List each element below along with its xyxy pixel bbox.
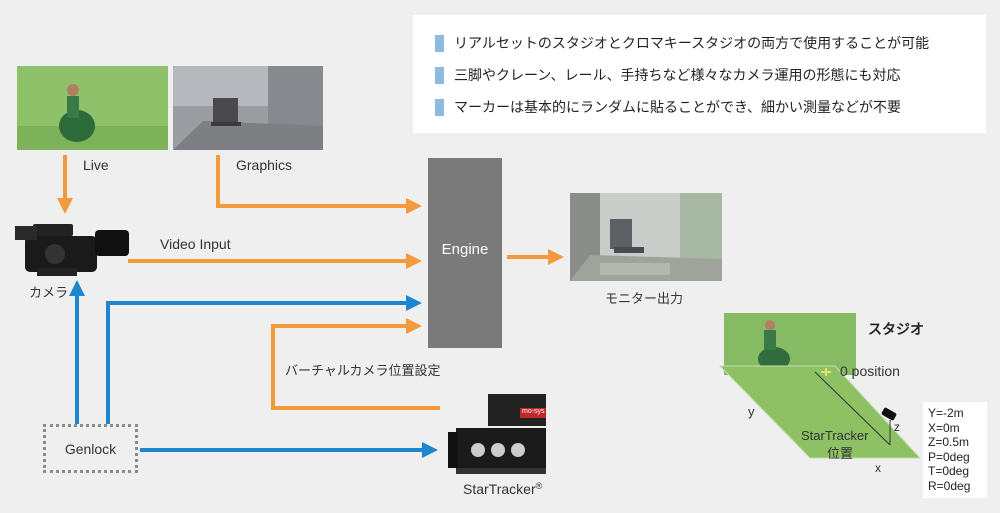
monitor-output-label: モニター出力 [605,291,684,306]
device-brand-text: mo-sys [522,408,545,415]
readout-z: Z=0.5m [928,435,970,449]
axis-y-label: y [748,404,755,419]
bullet-marker [435,98,444,116]
position-readout: Y=-2m X=0m Z=0.5m P=0deg T=0deg R=0deg [923,402,987,498]
startracker-name: StarTracker [463,481,536,497]
genlock-label: Genlock [64,440,117,457]
registered-mark: ® [535,481,543,491]
arrow-virtual-camera-setting [271,318,440,410]
feature-item: リアルセットのスタジオとクロマキースタジオの両方で使用することが可能 [435,33,929,55]
zero-position-label: 0 position [840,363,900,379]
readout-y: Y=-2m [928,406,964,420]
startracker-device-icon: mo-sys [448,388,560,476]
live-feed-image [17,66,168,150]
feature-item: 三脚やクレーン、レール、手持ちなど様々なカメラ運用の形態にも対応 [435,65,900,87]
studio-floor-diagram [718,365,922,459]
readout-roll: R=0deg [928,478,971,493]
readout-pan: P=0deg [928,449,970,464]
bullet-marker [435,34,444,52]
monitor-output-image [570,193,722,281]
readout-x: X=0m [928,420,960,435]
studio-green-screen-image [724,313,856,375]
graphics-feed-image [173,66,323,150]
genlock-box: Genlock [43,424,138,473]
graphics-label: Graphics [236,157,293,173]
arrow-graphics-to-engine [216,155,422,214]
virtual-camera-setting-label: バーチャルカメラ位置設定 [285,363,441,378]
startracker-position-label-line1: StarTracker [801,428,869,443]
camera-label: カメラ [29,285,69,300]
feature-item: マーカーは基本的にランダムに貼ることができ、細かい測量などが不要 [435,97,901,119]
arrow-genlock-to-engine [106,295,422,424]
engine-block: Engine [428,158,502,348]
feature-info-box: リアルセットのスタジオとクロマキースタジオの両方で使用することが可能 三脚やクレ… [413,15,986,133]
startracker-label: StarTracker® [463,481,542,497]
startracker-position-label-line2: 位置 [827,446,854,461]
engine-label: Engine [441,241,489,258]
live-label: Live [83,157,109,173]
readout-tilt: T=0deg [928,464,970,478]
axis-x-label: x [875,461,881,475]
studio-label: スタジオ [868,321,924,337]
video-input-label: Video Input [160,236,231,252]
axis-z-label: z [894,420,900,434]
video-camera-icon [15,220,135,280]
bullet-marker [435,66,444,84]
